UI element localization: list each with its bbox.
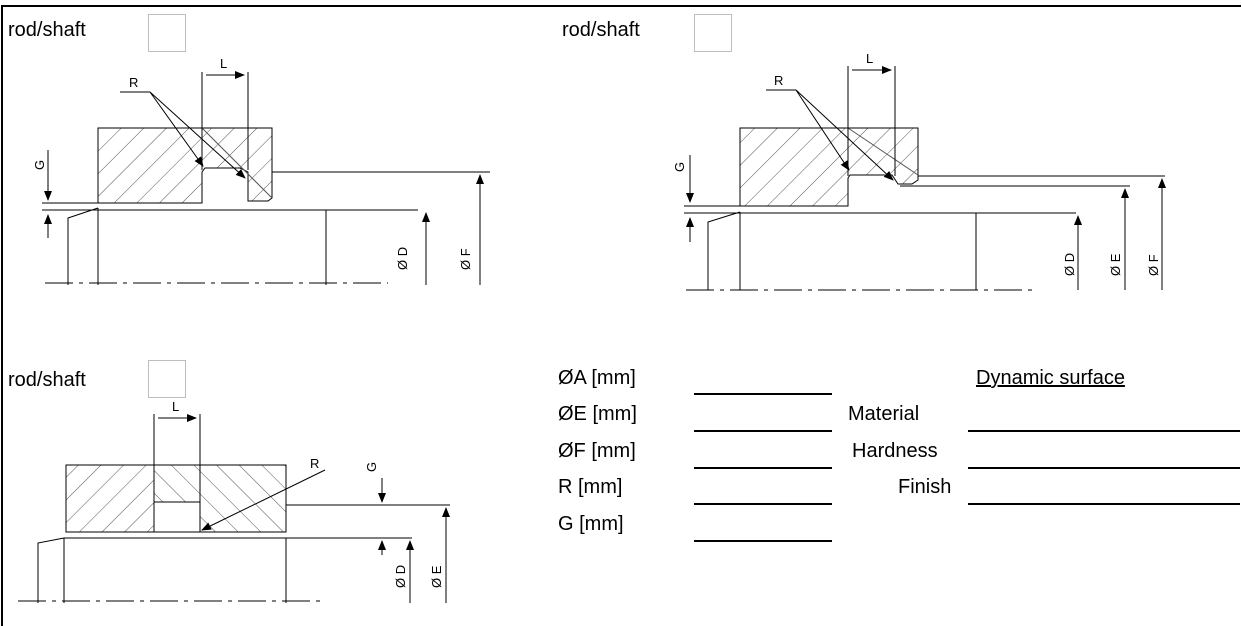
diagram-1-r-leader-a bbox=[149, 91, 204, 167]
diagram-2-checkbox[interactable] bbox=[694, 14, 732, 52]
diagram-2-r-leader-b bbox=[795, 89, 894, 181]
field-line-gap[interactable] bbox=[694, 540, 832, 542]
surface-label-finish: Finish bbox=[898, 476, 952, 498]
diagram-3-d-label: Ø D bbox=[393, 565, 408, 588]
field-label-gap: G [mm] bbox=[558, 513, 624, 535]
diagram-1-d-label: Ø D bbox=[395, 247, 410, 270]
diagram-3-g-label: G bbox=[364, 462, 379, 472]
diagram-2-d-label: Ø D bbox=[1062, 253, 1077, 276]
diagram-3-r-leader bbox=[201, 469, 326, 531]
diagram-2-drawing bbox=[684, 66, 1166, 291]
diagram-3-seal-upper bbox=[153, 464, 201, 503]
diagram-2-chamfer bbox=[707, 211, 741, 290]
diagram-2-f-label: Ø F bbox=[1146, 254, 1161, 276]
field-line-diameter-a[interactable] bbox=[694, 393, 832, 395]
surface-line-material[interactable] bbox=[968, 430, 1240, 432]
diagram-1-r-leader-b bbox=[149, 91, 246, 179]
diagram-1-drawing bbox=[42, 71, 490, 285]
diagram-1-housing bbox=[97, 127, 273, 204]
surface-line-hardness[interactable] bbox=[968, 467, 1240, 469]
diagram-1-checkbox[interactable] bbox=[148, 14, 186, 52]
diagram-1-f-label: Ø F bbox=[458, 248, 473, 270]
diagram-1-checkbox-label: rod/shaft bbox=[8, 19, 86, 41]
diagram-1-chamfer bbox=[67, 207, 99, 285]
diagram-3-chamfer bbox=[37, 537, 65, 603]
diagram-3-housing-right bbox=[199, 464, 287, 533]
diagram-3-checkbox-label: rod/shaft bbox=[8, 369, 86, 391]
diagram-1-section-split bbox=[201, 127, 273, 199]
diagram-3-r-label: R bbox=[310, 456, 319, 471]
diagram-3-checkbox[interactable] bbox=[148, 360, 186, 398]
field-line-radius[interactable] bbox=[694, 503, 832, 505]
field-label-radius: R [mm] bbox=[558, 476, 623, 498]
field-label-diameter-f: ØF [mm] bbox=[558, 440, 636, 462]
surface-label-hardness: Hardness bbox=[852, 440, 938, 462]
diagram-3-e-label: Ø E bbox=[429, 565, 444, 588]
field-label-diameter-a: ØA [mm] bbox=[558, 367, 636, 389]
diagram-1-l-label: L bbox=[220, 56, 227, 71]
dynamic-surface-header: Dynamic surface bbox=[976, 367, 1125, 389]
diagram-1-r-label: R bbox=[129, 75, 138, 90]
diagram-2-g-label: G bbox=[672, 162, 687, 172]
field-line-diameter-f[interactable] bbox=[694, 467, 832, 469]
diagram-2-r-label: R bbox=[774, 73, 783, 88]
field-line-diameter-e[interactable] bbox=[694, 430, 832, 432]
diagram-2-l-label: L bbox=[866, 51, 873, 66]
diagram-2-section-split bbox=[847, 127, 919, 176]
diagram-2-e-label: Ø E bbox=[1108, 253, 1123, 276]
diagram-1-g-label: G bbox=[32, 160, 47, 170]
diagram-3-drawing bbox=[18, 414, 450, 603]
surface-label-material: Material bbox=[848, 403, 920, 425]
surface-line-finish[interactable] bbox=[968, 503, 1240, 505]
diagram-3-l-label: L bbox=[172, 399, 179, 414]
diagram-3-housing-left bbox=[65, 464, 155, 533]
diagram-2-checkbox-label: rod/shaft bbox=[562, 19, 640, 41]
field-label-diameter-e: ØE [mm] bbox=[558, 403, 637, 425]
diagram-2-r-leader-a bbox=[795, 89, 850, 171]
